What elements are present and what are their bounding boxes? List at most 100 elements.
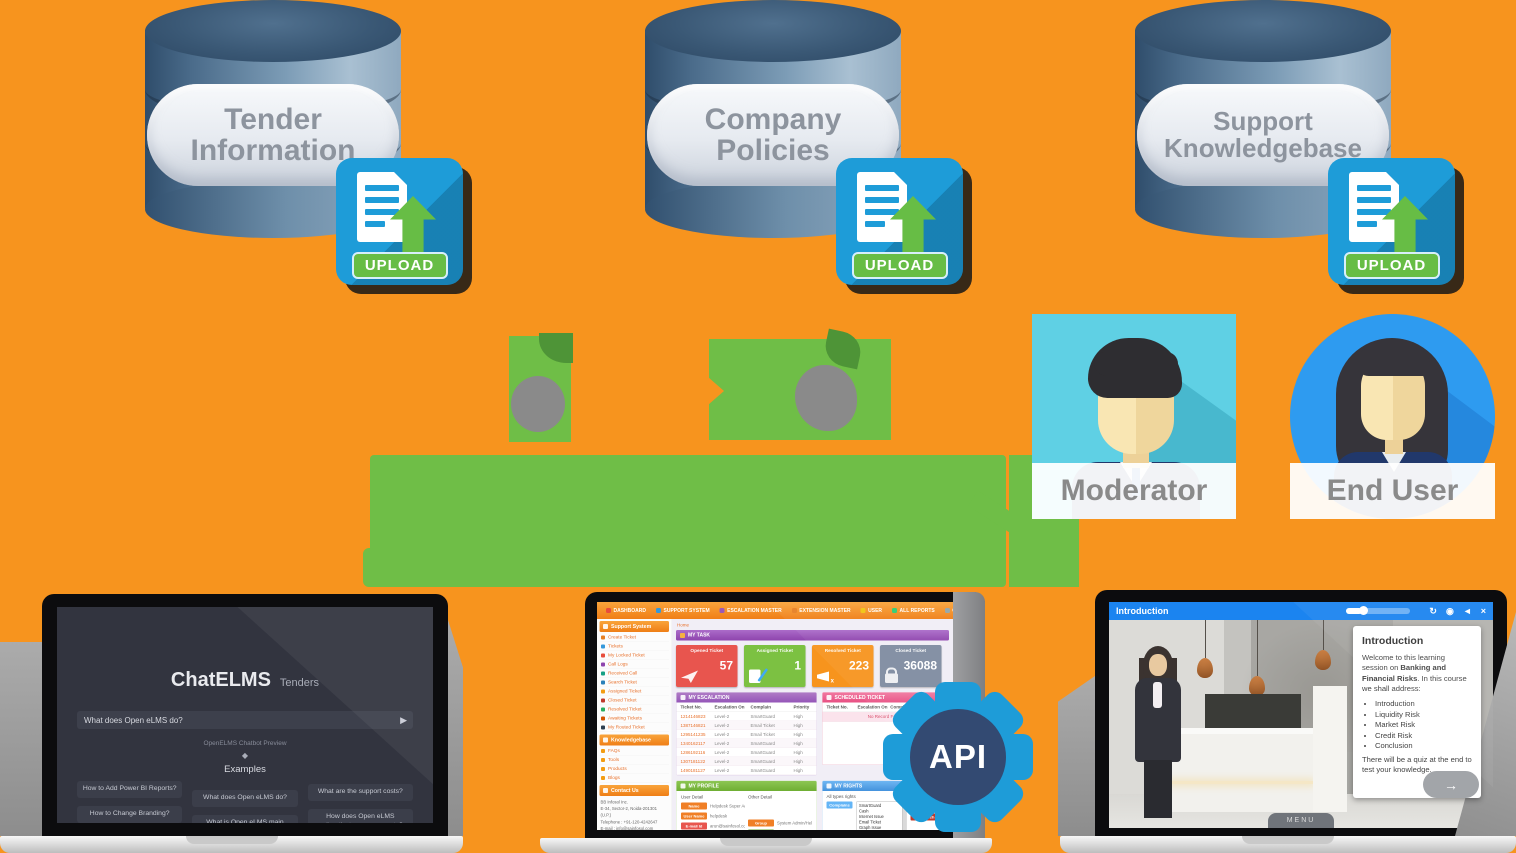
lesson-topic: Conclusion bbox=[1375, 741, 1472, 750]
sparkle-icon: ◆ bbox=[241, 751, 249, 760]
rights-list-item[interactable]: Email Ticket bbox=[859, 820, 882, 825]
table-row[interactable]: 1307181122 Level-2 SmartGuard High bbox=[676, 757, 817, 766]
sidebar-item[interactable]: My Routed Ticket bbox=[599, 723, 669, 732]
rights-label: All types rights bbox=[826, 794, 856, 799]
ticket-number[interactable]: 1307181122 bbox=[680, 758, 706, 764]
field-value: System Admin/Help Desk bbox=[777, 820, 812, 826]
ticket-number[interactable]: 1340162117 bbox=[680, 740, 706, 746]
nav-item-icon bbox=[656, 608, 661, 613]
sidebar-item[interactable]: Assigned Ticket bbox=[599, 687, 669, 696]
table-row[interactable]: 1490181127 Level-2 SmartGuard High bbox=[676, 766, 817, 775]
table-row[interactable]: 1340162117 Level-2 SmartGuard High bbox=[676, 739, 817, 748]
upload-icon: UPLOAD bbox=[1328, 158, 1455, 285]
nav-item[interactable]: ESCALATION MASTER bbox=[715, 608, 787, 613]
table-row[interactable]: 1214146823 Level-2 SmartGuard High bbox=[676, 712, 817, 721]
sidebar-section-support[interactable]: Support System bbox=[599, 621, 669, 632]
sidebar-section-contact[interactable]: Contact Us bbox=[599, 785, 669, 796]
example-question-button[interactable]: What does Open eLMS do? bbox=[192, 790, 298, 807]
database-cylinder-top bbox=[145, 0, 401, 62]
replay-icon[interactable]: ↻ bbox=[1429, 605, 1437, 616]
sidebar-item[interactable]: FAQs bbox=[599, 747, 669, 756]
example-question-button[interactable]: What are the support costs? bbox=[307, 784, 413, 801]
breadcrumb[interactable]: Home bbox=[677, 622, 690, 628]
nav-item[interactable]: EXTENSION MASTER bbox=[787, 608, 856, 613]
sidebar-item[interactable]: Search Ticket bbox=[599, 678, 669, 687]
next-button[interactable]: → bbox=[1423, 771, 1479, 798]
sidebar-item[interactable]: Create Ticket bbox=[599, 633, 669, 642]
sidebar-item-icon bbox=[601, 766, 605, 771]
chatbot-preview-label: OpenELMS Chatbot Preview bbox=[203, 740, 287, 747]
sidebar-item[interactable]: Awaiting Tickets bbox=[599, 714, 669, 723]
ticket-number[interactable]: 1295141235 bbox=[680, 731, 706, 737]
sidebar-item-icon bbox=[601, 644, 605, 649]
send-icon[interactable]: ▶ bbox=[400, 715, 407, 725]
sidebar-item[interactable]: Tickets bbox=[599, 642, 669, 651]
sidebar-item-icon bbox=[601, 707, 605, 712]
sidebar-item[interactable]: Closed Ticket bbox=[599, 696, 669, 705]
padlock-icon bbox=[885, 673, 898, 683]
profile-field: User Name helpdesk bbox=[681, 812, 745, 820]
sidebar-item[interactable]: My Locked Ticket bbox=[599, 651, 669, 660]
green-banner-tab bbox=[363, 548, 377, 587]
resolved-ticket-card[interactable]: Resolved Ticket 223 bbox=[812, 645, 874, 687]
nav-item[interactable]: OPTIONS bbox=[940, 608, 953, 613]
rights-list-item[interactable]: Cash bbox=[859, 809, 869, 814]
example-question-button[interactable]: What is Open eLMS main telephone number? bbox=[192, 814, 298, 823]
example-question-button[interactable]: How to Add Power BI Reports? bbox=[77, 781, 183, 798]
audio-icon[interactable]: ◄ bbox=[1462, 606, 1472, 616]
table-row[interactable]: 1286192116 Level-2 SmartGuard High bbox=[676, 748, 817, 757]
assigned-ticket-card[interactable]: Assigned Ticket 1 bbox=[744, 645, 806, 687]
view-icon[interactable]: ◉ bbox=[1445, 605, 1454, 616]
close-icon[interactable]: × bbox=[1480, 606, 1486, 616]
nav-item-icon bbox=[606, 608, 611, 613]
menu-tab[interactable]: MENU bbox=[1268, 813, 1334, 828]
sidebar-item[interactable]: Call Logs bbox=[599, 660, 669, 669]
nav-item[interactable]: USER bbox=[856, 608, 887, 613]
upload-icon: UPLOAD bbox=[836, 158, 963, 285]
ticket-number[interactable]: 1286192116 bbox=[680, 749, 706, 755]
rights-list-item[interactable]: Graph Issue bbox=[859, 825, 882, 830]
sidebar-section-knowledgebase[interactable]: Knowledgebase bbox=[599, 734, 669, 746]
upload-label: UPLOAD bbox=[1343, 252, 1440, 279]
example-question-button[interactable]: How to Change Branding? bbox=[77, 805, 183, 823]
lesson-topic: Credit Risk bbox=[1375, 731, 1472, 740]
sidebar-item[interactable]: Received Call bbox=[599, 669, 669, 678]
chat-question-input[interactable] bbox=[77, 711, 413, 729]
nav-item[interactable]: DASHBOARD bbox=[601, 608, 651, 613]
ticket-number[interactable]: 1387146821 bbox=[680, 722, 706, 728]
field-chip: User Name bbox=[681, 812, 707, 820]
lesson-intro: Welcome to this learning session on Bank… bbox=[1362, 653, 1467, 693]
sidebar-item-icon bbox=[601, 689, 605, 694]
lesson-topics: IntroductionLiquidity RiskMarket RiskCre… bbox=[1362, 699, 1472, 750]
pendant-lamp bbox=[1315, 620, 1331, 670]
document-icon bbox=[857, 171, 908, 242]
nav-item[interactable]: SUPPORT SYSTEM bbox=[651, 608, 715, 613]
rights-list-item[interactable]: Internet Issue bbox=[859, 814, 884, 820]
sidebar-item[interactable]: Blogs bbox=[599, 774, 669, 783]
nav-item[interactable]: ALL REPORTS bbox=[887, 608, 940, 613]
ticket-number[interactable]: 1214146823 bbox=[680, 713, 706, 719]
closed-ticket-card[interactable]: Closed Ticket 36088 bbox=[880, 645, 942, 687]
example-question-button[interactable]: How does Open eLMS authenticate user acc… bbox=[307, 808, 413, 823]
contact-line: E-mail : info@sainfosol.com bbox=[600, 825, 654, 830]
ticket-stat-cards: Opened Ticket 57 Assigned Ticket 1 Resol… bbox=[676, 645, 949, 687]
table-row[interactable]: 1387146821 Level-2 Email Ticket High bbox=[676, 721, 817, 730]
paper-plane-icon bbox=[681, 670, 698, 683]
user-detail-label: User Detail bbox=[681, 794, 704, 800]
upload-label: UPLOAD bbox=[351, 252, 448, 279]
slide-title: Introduction bbox=[1116, 606, 1169, 616]
contact-line: E-34, Sector-2, Noida-201301 (U.P.) bbox=[600, 806, 657, 818]
end-user-avatar-card: End User bbox=[1290, 314, 1495, 519]
laptop-base bbox=[1060, 836, 1516, 853]
seek-slider[interactable] bbox=[1346, 606, 1411, 615]
sidebar-item[interactable]: Products bbox=[599, 765, 669, 774]
table-row[interactable]: 1295141235 Level-2 Email Ticket High bbox=[676, 730, 817, 739]
nav-item-icon bbox=[719, 608, 725, 613]
sidebar-item-icon bbox=[601, 680, 605, 685]
ticket-number[interactable]: 1490181127 bbox=[680, 767, 706, 773]
opened-ticket-card[interactable]: Opened Ticket 57 bbox=[676, 645, 738, 687]
sidebar-item[interactable]: Resolved Ticket bbox=[599, 705, 669, 714]
sidebar-item[interactable]: Tools bbox=[599, 756, 669, 765]
rights-list-item[interactable]: SmartGuard bbox=[859, 803, 882, 809]
